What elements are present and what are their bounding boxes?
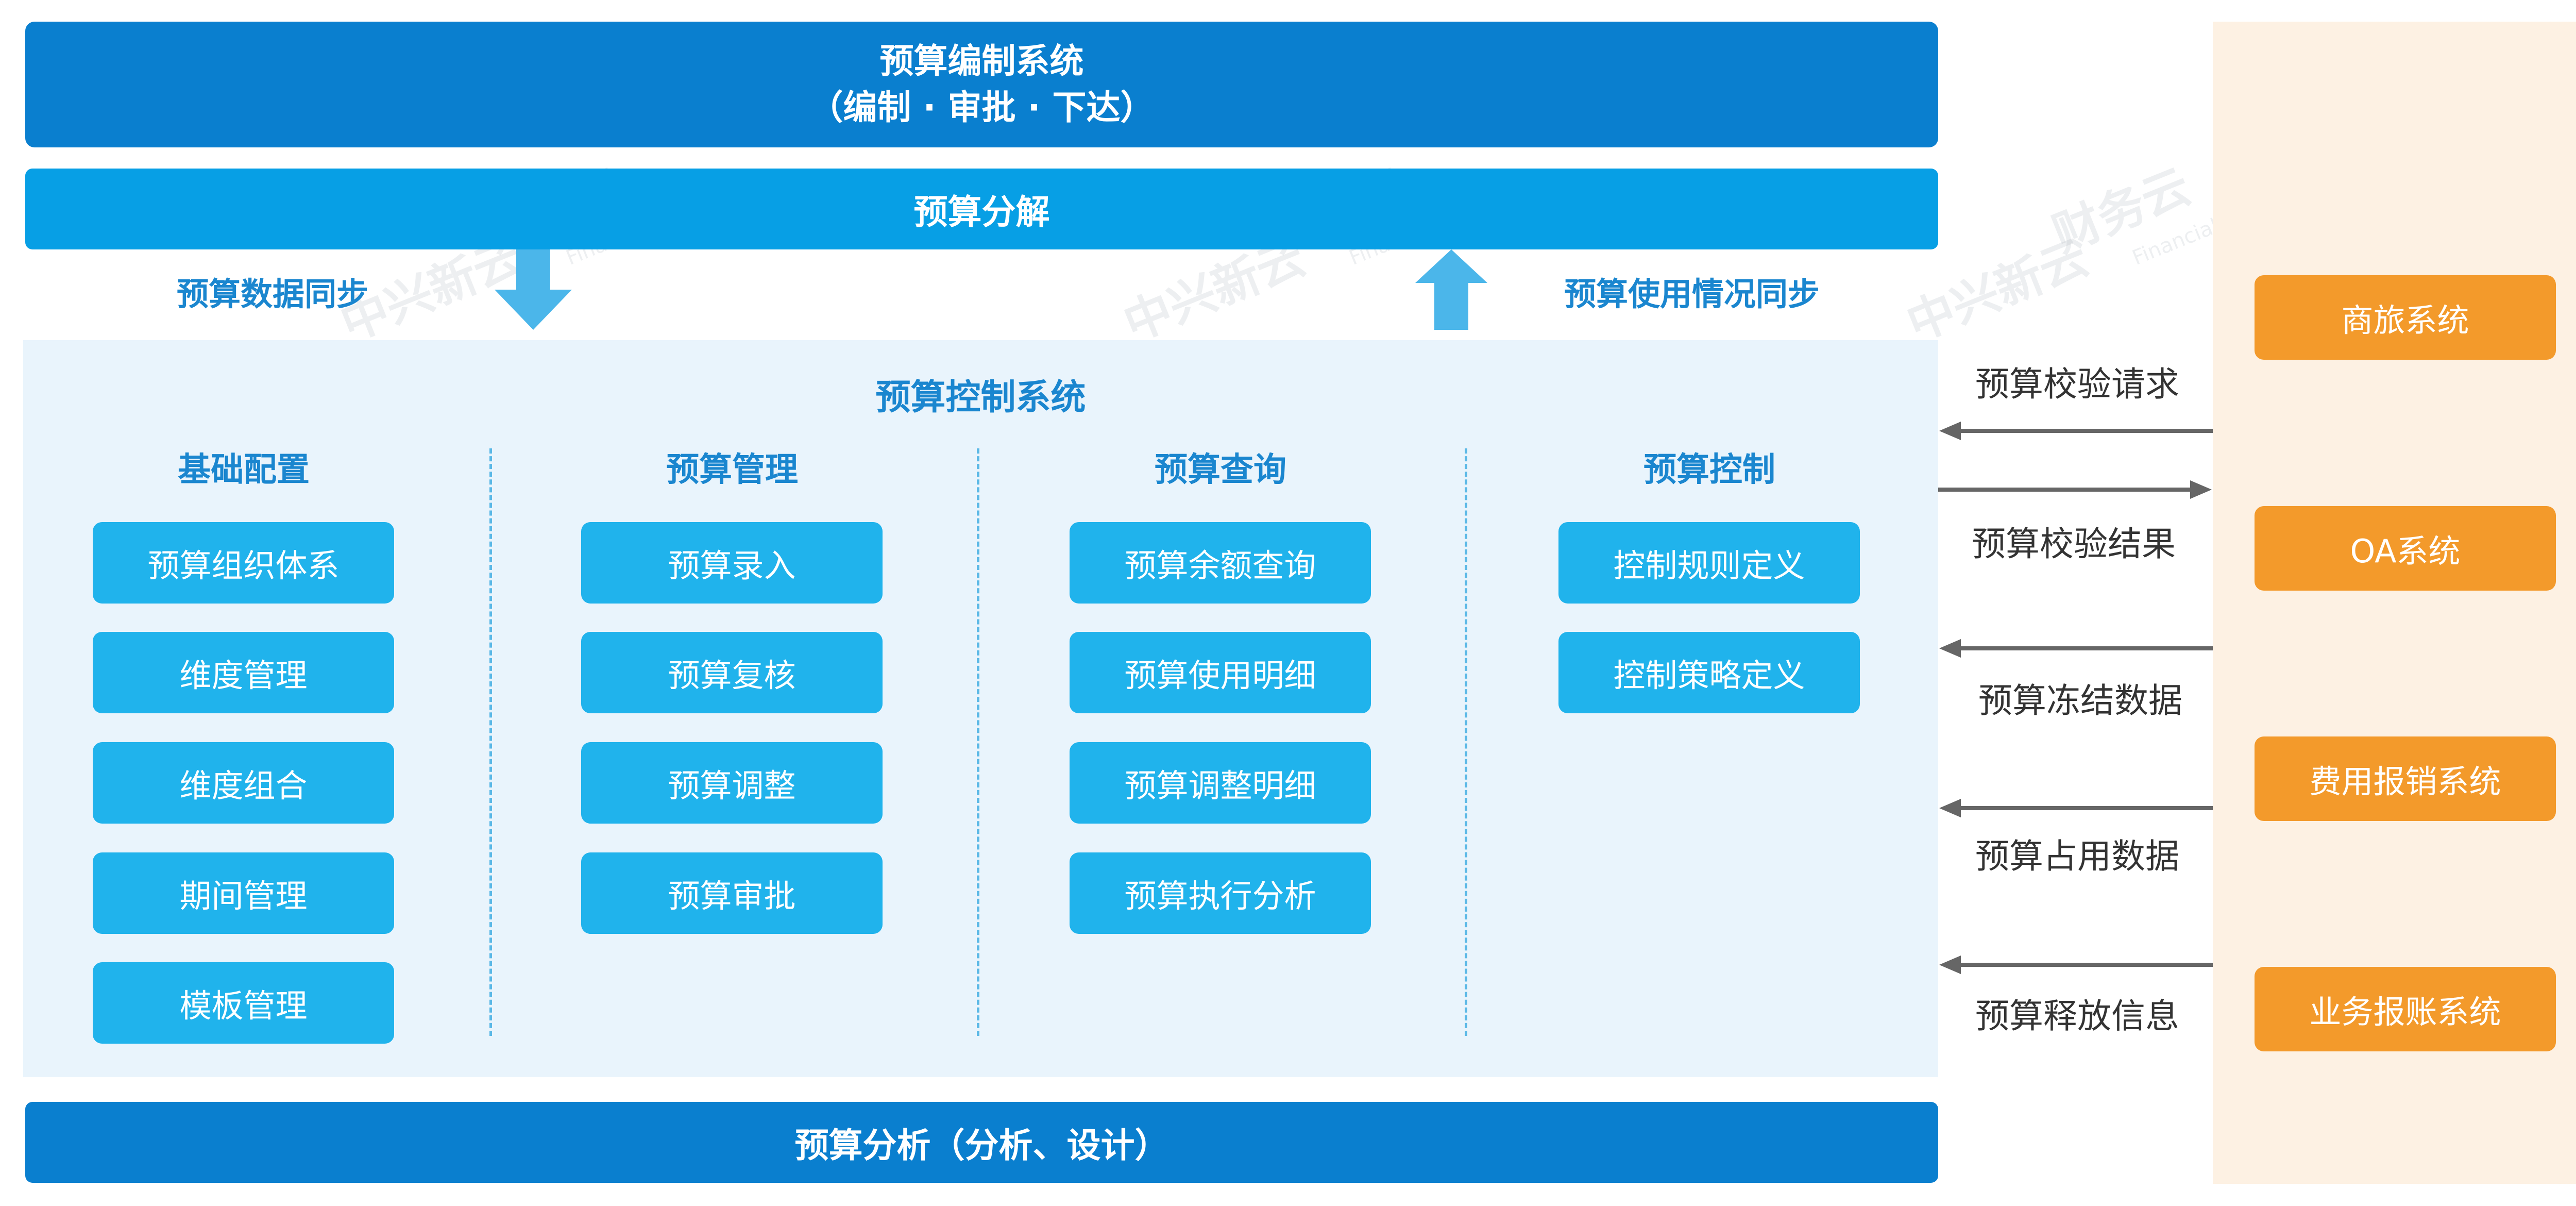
arrow-head-left-icon	[1939, 956, 1961, 974]
item-budget-approval[interactable]: 预算审批	[581, 852, 883, 934]
item-control-strategy-definition[interactable]: 控制策略定义	[1558, 632, 1860, 713]
column-header-budget-management: 预算管理	[666, 451, 798, 489]
item-template-management[interactable]: 模板管理	[93, 962, 394, 1044]
column-header-basic-config: 基础配置	[178, 451, 310, 489]
control-system-title: 预算控制系统	[875, 377, 1086, 418]
item-budget-entry[interactable]: 预算录入	[581, 522, 883, 604]
flow-label-occupy-data: 预算占用数据	[1975, 836, 2179, 876]
arrow-head-left-icon	[1939, 639, 1961, 658]
analysis-label: 预算分析（分析、设计）	[794, 1125, 1169, 1165]
usage-sync-label: 预算使用情况同步	[1564, 275, 1820, 313]
item-adjustment-detail[interactable]: 预算调整明细	[1070, 742, 1371, 824]
item-budget-org-structure[interactable]: 预算组织体系	[93, 522, 394, 604]
item-budget-adjustment[interactable]: 预算调整	[581, 742, 883, 824]
item-execution-analysis[interactable]: 预算执行分析	[1070, 852, 1371, 934]
data-sync-label: 预算数据同步	[177, 275, 369, 313]
item-dimension-management[interactable]: 维度管理	[93, 632, 394, 713]
flow-label-check-request: 预算校验请求	[1975, 364, 2179, 404]
flow-label-freeze-data: 预算冻结数据	[1978, 681, 2182, 721]
column-divider	[977, 448, 979, 1036]
flow-arrows	[1938, 422, 2213, 974]
item-usage-detail[interactable]: 预算使用明细	[1070, 632, 1371, 713]
arrow-head-left-icon	[1939, 799, 1961, 817]
decomposition-label: 预算分解	[913, 192, 1050, 232]
banner-title: 预算编制系统	[879, 41, 1084, 81]
flow-label-check-result: 预算校验结果	[1972, 524, 2176, 564]
arrow-head-right-icon	[2190, 480, 2212, 499]
column-header-budget-control: 预算控制	[1643, 451, 1775, 489]
banner-subtitle: （编制 · 审批 · 下达）	[809, 88, 1155, 127]
system-expense-reimbursement[interactable]: 费用报销系统	[2255, 736, 2556, 821]
watermark: 中兴新云	[1899, 229, 2096, 352]
system-oa[interactable]: OA系统	[2255, 506, 2556, 591]
up-arrow-icon	[1415, 249, 1487, 330]
column-header-budget-query: 预算查询	[1155, 451, 1286, 489]
item-budget-review[interactable]: 预算复核	[581, 632, 883, 713]
budget-preparation-banner: 预算编制系统 （编制 · 审批 · 下达）	[25, 22, 1938, 147]
down-arrow-icon	[495, 249, 572, 330]
flow-label-release-info: 预算释放信息	[1975, 996, 2179, 1036]
column-divider	[489, 448, 492, 1036]
arrow-head-left-icon	[1939, 422, 1961, 440]
watermark: 中兴新云	[1116, 229, 1313, 352]
item-dimension-combination[interactable]: 维度组合	[93, 742, 394, 824]
item-period-management[interactable]: 期间管理	[93, 852, 394, 934]
system-business-reimbursement[interactable]: 业务报账系统	[2255, 967, 2556, 1051]
item-balance-query[interactable]: 预算余额查询	[1070, 522, 1371, 604]
system-travel[interactable]: 商旅系统	[2255, 275, 2556, 360]
item-control-rule-definition[interactable]: 控制规则定义	[1558, 522, 1860, 604]
budget-decomposition-bar: 预算分解	[25, 169, 1938, 249]
column-divider	[1465, 448, 1467, 1036]
budget-analysis-bar: 预算分析（分析、设计）	[25, 1102, 1938, 1183]
